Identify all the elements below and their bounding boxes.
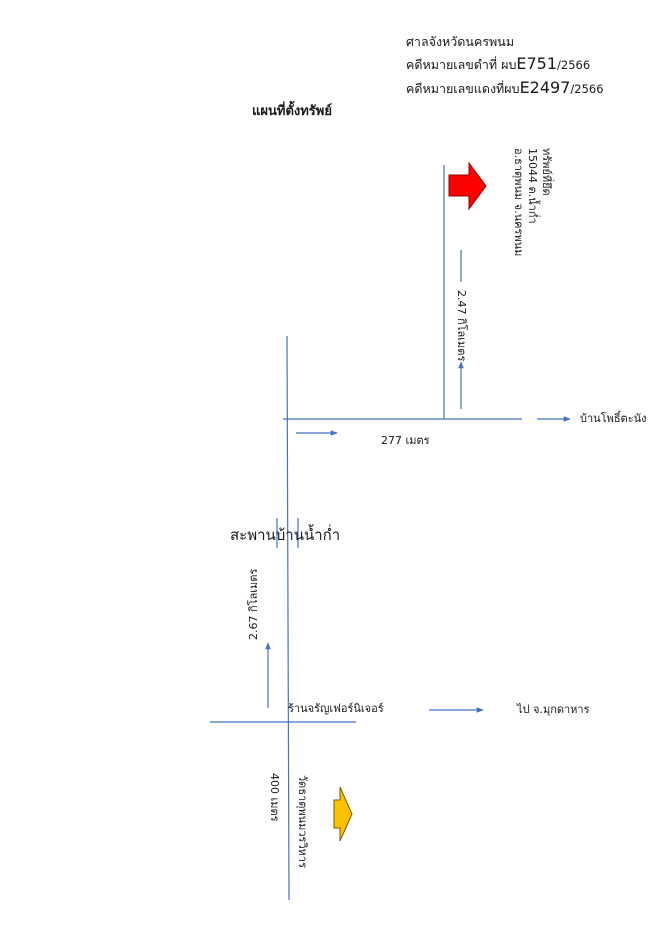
black-case-prefix: คดีหมายเลขดำที่ ผบ <box>406 57 517 72</box>
property-label-block: ทรัพย์ที่ยึด 15044 ต.น้ำก่ำ อ.ธาตุพนม จ.… <box>512 148 554 257</box>
main-road-vertical <box>286 335 290 901</box>
direction-arrows <box>265 250 571 713</box>
red-case-year: /2566 <box>570 82 604 96</box>
red-case-prefix: คดีหมายเลขแดงที่ผบ <box>406 81 520 96</box>
bridge-section-distance: 2.67 กิโลเมตร <box>247 568 260 640</box>
court-name: ศาลจังหวัดนครพนม <box>406 34 515 49</box>
red-case-no: E2497 <box>519 78 571 97</box>
property-label: ทรัพย์ที่ยึด <box>540 148 553 196</box>
map-title: แผนที่ตั้งทรัพย์ <box>252 104 332 119</box>
ban-pho-label: บ้านโพธิ์ตะนัง <box>580 412 647 425</box>
bridge-label: สะพานบ้านน้ำก่ำ <box>230 526 341 544</box>
distance-to-property: 2.47 กิโลเมตร <box>455 290 468 362</box>
temple-label: วัดธาตุพนมวรวิหาร <box>296 775 309 868</box>
red-case-number: คดีหมายเลขแดงที่ผบE2497/2566 <box>406 80 604 96</box>
junction-distance: 277 เมตร <box>381 434 430 447</box>
mukdahan-label: ไป จ.มุกดาหาร <box>517 703 590 716</box>
black-case-year: /2566 <box>557 58 591 72</box>
black-case-no: E751 <box>516 54 558 73</box>
property-address-1: 15044 ต.น้ำก่ำ <box>526 148 540 224</box>
black-case-number: คดีหมายเลขดำที่ ผบE751/2566 <box>406 56 590 72</box>
roads <box>210 165 522 901</box>
temple-distance: 400 เมตร <box>268 773 281 822</box>
property-marker-icon <box>448 161 487 211</box>
shop-label: ร้านจรัญเฟอร์นิเจอร์ <box>288 702 384 715</box>
temple-marker-icon <box>333 786 353 842</box>
property-address-2: อ.ธาตุพนม จ.นครพนม <box>512 148 526 257</box>
